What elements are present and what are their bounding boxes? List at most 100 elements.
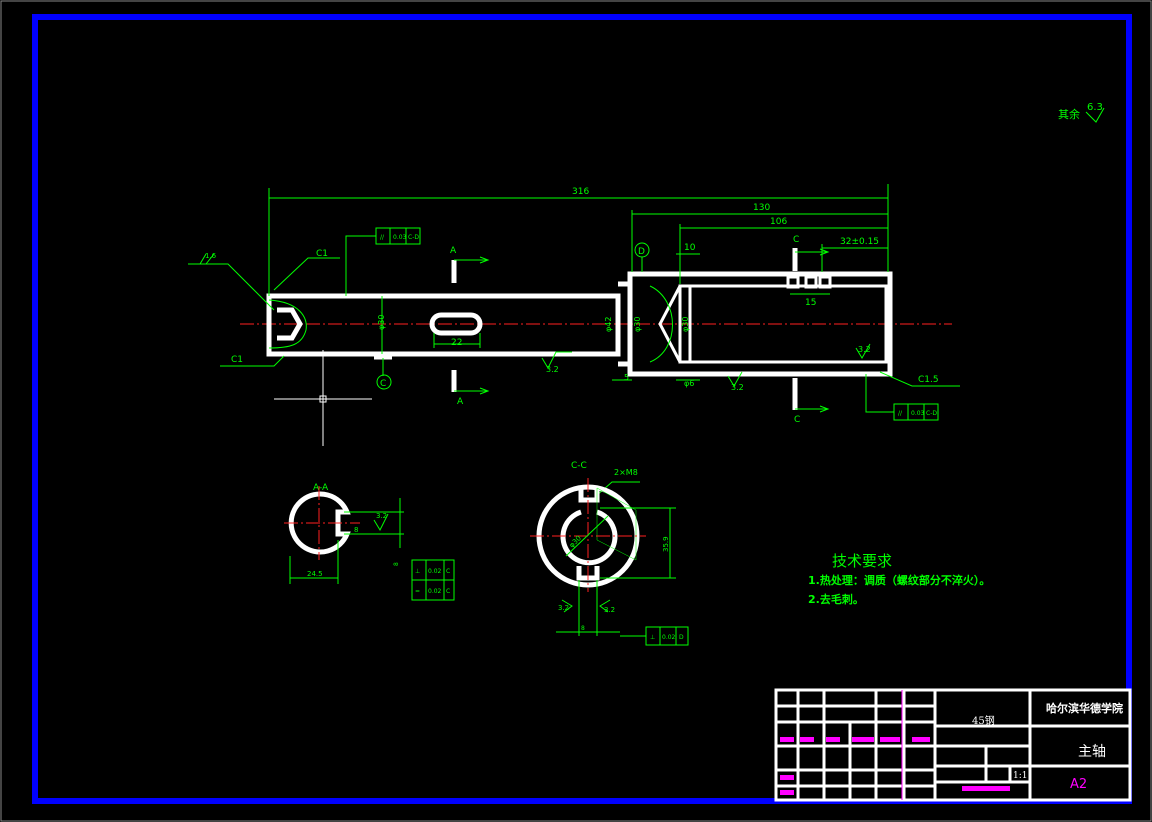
section-cc: C-C 2×M8 φ30 35.9 8 3.2 3.2 ⊥ 0.02 D	[530, 461, 689, 646]
rough-left: 1.6	[205, 252, 217, 260]
cut-label-c-top: C	[793, 235, 799, 245]
dim-15: 15	[805, 298, 816, 308]
tb-part-name: 主轴	[1078, 744, 1106, 760]
dim-aa-key-tol: 8	[393, 562, 400, 566]
dim-cc-359: 35.9	[662, 536, 670, 552]
tb-field-5	[880, 737, 900, 742]
cut-label-c-bottom: C	[794, 415, 800, 425]
tb-field-4	[852, 737, 874, 742]
datum-c-label: C	[380, 379, 386, 389]
dim-cc-dia-line	[565, 515, 609, 557]
dim-cc-thread: 2×M8	[614, 468, 638, 477]
roughness-shaft-icon	[541, 351, 572, 370]
chamfer-c1-top: C1	[316, 249, 328, 259]
leader-cc-thread	[595, 481, 640, 497]
tech-req-title: 技术要求	[832, 552, 892, 570]
roughness-cc-right-icon	[599, 599, 611, 613]
cut-arrow-a-top	[454, 256, 490, 264]
sleeve-bore	[678, 284, 888, 364]
leader-c1-top	[273, 257, 340, 291]
bore-cone	[658, 285, 682, 363]
tol-frame-d: ⊥ 0.02 D	[645, 626, 689, 646]
keyway-a	[429, 312, 483, 336]
tol-frame-a: // 0.03 C-D	[375, 227, 421, 245]
dim-cc-359-line	[600, 507, 676, 579]
tb-school: 哈尔滨华德学院	[1046, 701, 1123, 715]
section-cc-title: C-C	[571, 461, 587, 471]
section-cc-thread-slot	[578, 488, 600, 503]
tb-field-7	[780, 775, 794, 780]
tb-field-6	[912, 737, 930, 742]
dim-10: 10	[684, 243, 696, 253]
roughness-bore-icon	[855, 343, 871, 359]
cut-arrow-c-top	[795, 248, 830, 256]
drawing-frame	[32, 14, 1132, 804]
roughness-flange-icon	[727, 371, 743, 387]
cad-pickbox	[319, 395, 327, 403]
cut-label-a-top: A	[450, 246, 457, 256]
section-cc-hatch	[596, 487, 637, 561]
tol-a-val: 0.03	[393, 234, 407, 241]
rough-aa: 3.2	[376, 512, 387, 520]
rough-flange: 3.2	[731, 383, 744, 392]
tb-scale: 1:1	[1013, 771, 1027, 781]
tol-b-sym: //	[898, 410, 903, 417]
tol-c-val1: 0.02	[428, 568, 442, 575]
tol-b-ref: C-D	[926, 410, 937, 417]
dim-bore: φ30	[681, 317, 690, 332]
dim-aa-width: 24.5	[307, 570, 323, 578]
tol-a-ref: C-D	[408, 234, 419, 241]
chamfer-c1-left: C1	[231, 355, 243, 365]
tol-frame-c: ⊥ 0.02 C = 0.02 C	[411, 559, 455, 601]
tol-a-sym: //	[380, 234, 385, 241]
leader-c1-left	[220, 355, 285, 367]
tol-c-val2: 0.02	[428, 588, 442, 595]
dim-130: 130	[753, 203, 770, 213]
dim-cc-key: 8	[581, 625, 585, 632]
thread-hole-1	[786, 275, 800, 289]
dim-dia30: φ30	[633, 317, 642, 332]
tol-d-val: 0.02	[662, 634, 676, 641]
tb-material: 45钢	[972, 714, 995, 727]
dim-aa-key: 8	[354, 526, 358, 534]
tol-b-leader	[865, 374, 894, 413]
tol-d-ref: D	[679, 634, 684, 641]
datum-c-circle	[376, 374, 392, 390]
dim-5: 5	[624, 373, 629, 382]
center-hole	[277, 307, 303, 341]
dim-130-line	[631, 210, 888, 272]
shaft-body	[266, 293, 621, 357]
section-aa-profile	[288, 491, 351, 555]
main-view: A A C C 316 130 106 32±0.15 10 15 22 φ30…	[188, 184, 960, 446]
section-aa-center	[284, 486, 360, 560]
tech-req-item-1: 1.热处理：调质（螺纹部分不淬火）。	[808, 573, 990, 587]
thread-hole-3	[818, 275, 832, 289]
dim-aa-key-line	[344, 498, 404, 548]
leader-c15	[879, 371, 960, 387]
cut-arrow-c-bottom	[795, 405, 830, 413]
dim-dia42: φ42	[604, 317, 613, 332]
tol-c-sym2: =	[415, 588, 420, 595]
section-cc-inner	[560, 509, 618, 566]
tol-frame-b: // 0.03 C-D	[893, 403, 939, 421]
chamfer-c15: C1.5	[918, 375, 939, 385]
roughness-cc-left-icon	[561, 599, 573, 613]
tb-field-1	[780, 737, 794, 742]
tb-field-8	[780, 790, 794, 795]
datum-d-label: D	[638, 247, 645, 257]
tol-c-ref1: C	[446, 568, 450, 575]
tol-a-leader	[345, 235, 376, 296]
rough-cc-left: 3.2	[558, 604, 569, 612]
section-aa: A-A 24.5 8 3.2 8 ⊥ 0.02 C = 0.02 C	[284, 483, 455, 601]
surface-note-label: 其余	[1058, 107, 1080, 121]
tol-c-ref2: C	[446, 588, 450, 595]
tol-d-sym: ⊥	[650, 634, 655, 641]
dim-22: 22	[451, 338, 462, 348]
dim-overall: 316	[572, 187, 589, 197]
sleeve-outer	[627, 271, 893, 377]
tol-c-sym1: ⊥	[415, 568, 420, 575]
cut-arrow-a-bottom	[454, 387, 490, 395]
title-block-grid	[776, 690, 1130, 800]
